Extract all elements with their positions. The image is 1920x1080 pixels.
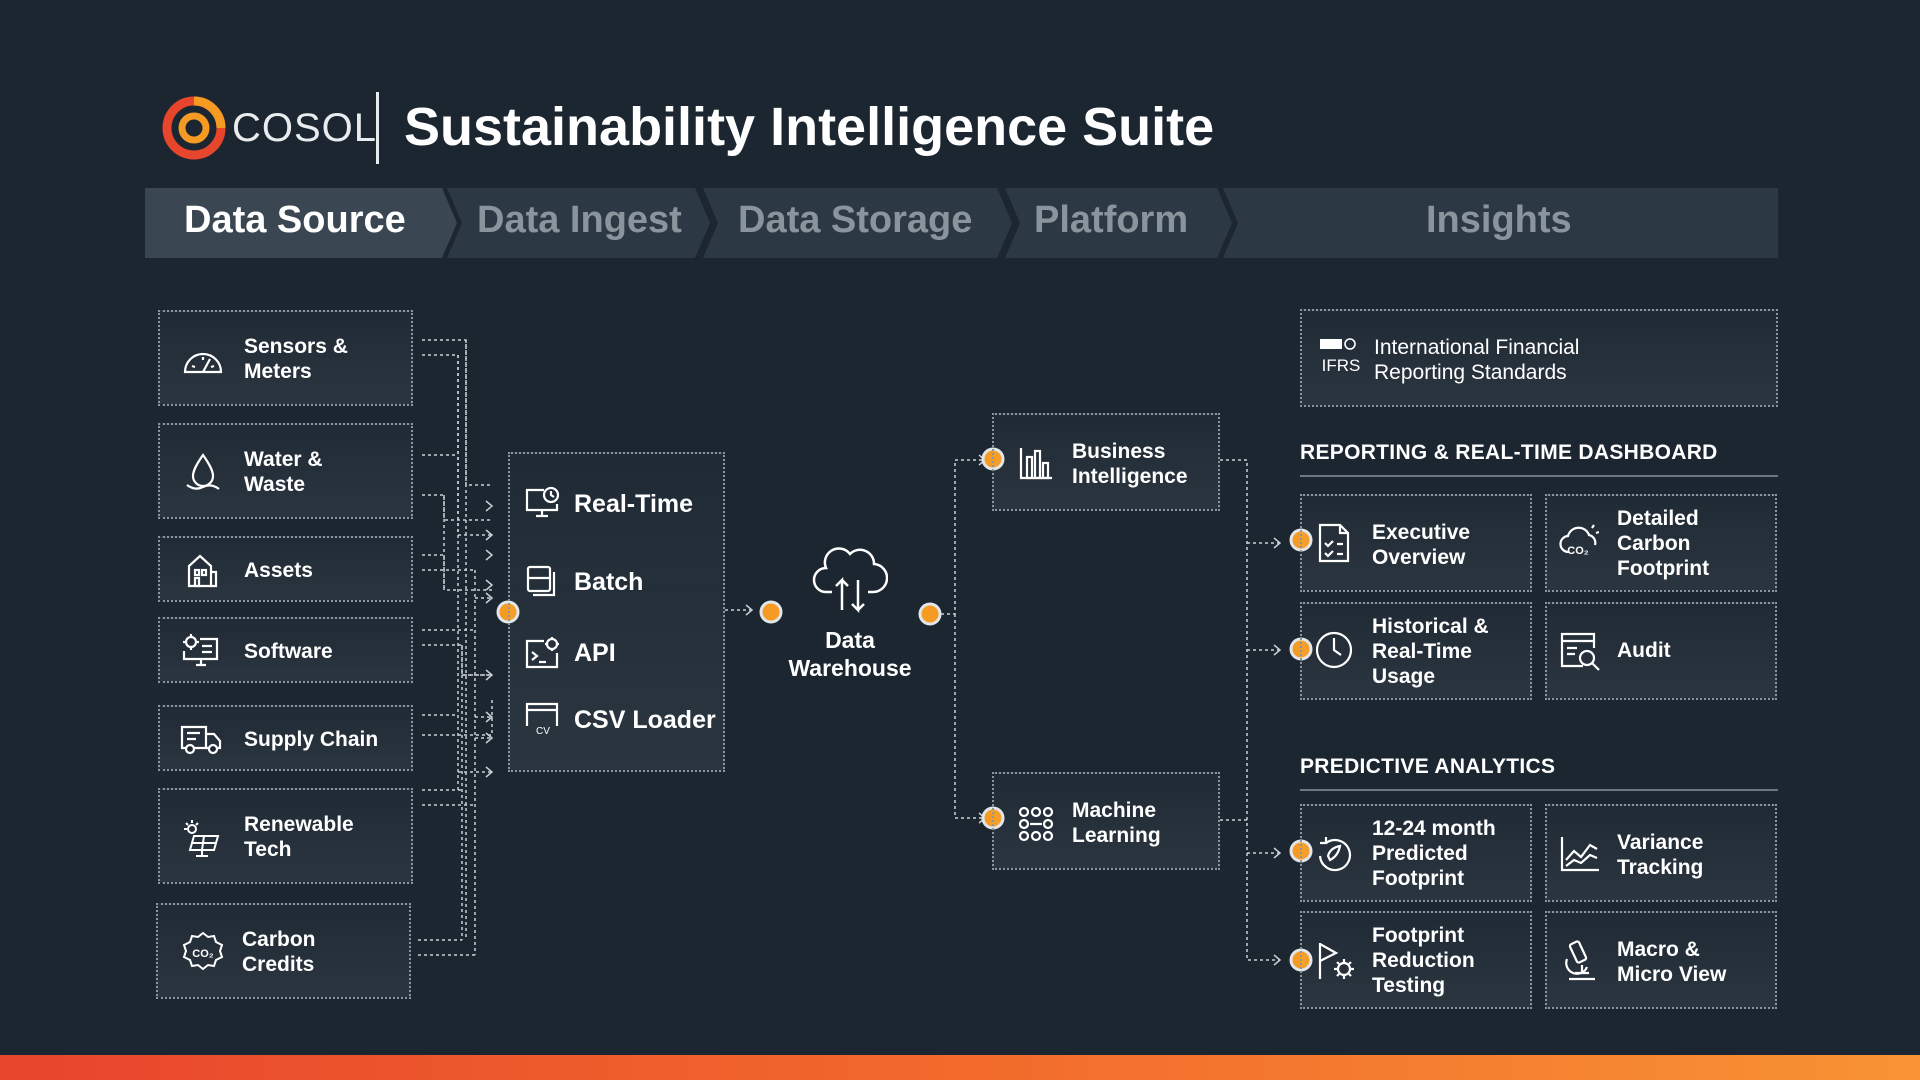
flag-gear-icon (1318, 943, 1354, 979)
ingest-csv-loader[interactable]: CV CSV Loader (510, 696, 723, 746)
microscope-icon (1565, 940, 1595, 981)
data-warehouse[interactable]: Data Warehouse (780, 540, 920, 690)
insight-predicted-footprint[interactable]: 12-24 month Predicted Footprint (1300, 804, 1532, 902)
insight-audit[interactable]: Audit (1545, 602, 1777, 700)
stage-segment-data-source (145, 188, 457, 258)
ingest-label: API (574, 639, 616, 667)
insight-label: Detailed Carbon Footprint (1617, 507, 1710, 580)
solar-panel-icon (184, 820, 220, 857)
bar-chart-icon (1019, 448, 1052, 480)
stage-insights[interactable]: Insights (1426, 199, 1572, 241)
platform-machine-learning[interactable]: Machine Learning (992, 772, 1220, 870)
truck-icon (180, 725, 222, 755)
reporting-heading: REPORTING & REAL-TIME DASHBOARD (1300, 441, 1718, 464)
ingest-real-time[interactable]: Real-Time (510, 480, 723, 530)
predictive-heading: PREDICTIVE ANALYTICS (1300, 755, 1556, 778)
building-icon (187, 554, 218, 588)
source-label: Sensors & Meters (244, 335, 348, 383)
stage-data-storage[interactable]: Data Storage (738, 199, 973, 241)
node-grid-icon (1018, 806, 1054, 842)
stage-segment-data-storage (703, 188, 1012, 258)
water-drop-icon (186, 453, 220, 490)
junction-dot-warehouse-out (918, 602, 942, 626)
svg-text:CV: CV (536, 726, 550, 737)
svg-text:CO₂: CO₂ (1567, 545, 1589, 557)
insight-label: Historical & Real-Time Usage (1372, 615, 1489, 688)
source-assets[interactable]: Assets (158, 536, 413, 602)
ingest-label: Batch (574, 568, 644, 596)
ingest-batch[interactable]: Batch (510, 558, 723, 608)
stage-segment-insights (1223, 188, 1778, 258)
insight-label: Footprint Reduction Testing (1372, 924, 1475, 997)
co2-badge-icon: CO₂ (182, 931, 224, 971)
gauge-icon (183, 352, 223, 374)
monitor-clock-icon (525, 486, 560, 518)
csv-window-icon: CV (525, 702, 559, 737)
ifrs-icon: IFRS (1320, 338, 1361, 375)
source-label: Supply Chain (244, 728, 379, 751)
checklist-doc-icon (1318, 523, 1350, 563)
source-label: Software (244, 640, 333, 663)
stage-segment-data-ingest (447, 188, 710, 258)
insight-variance-tracking[interactable]: Variance Tracking (1545, 804, 1777, 902)
clock-icon (1315, 631, 1353, 669)
source-label: Renewable Tech (244, 813, 354, 861)
stage-data-ingest[interactable]: Data Ingest (477, 199, 682, 241)
source-label: Carbon Credits (242, 928, 316, 976)
source-label: Water & Waste (244, 448, 323, 496)
svg-text:CO₂: CO₂ (192, 948, 214, 960)
predictive-divider (1300, 789, 1778, 791)
cloud-transfer-icon (812, 547, 888, 614)
insight-ifrs[interactable]: IFRS International Financial Reporting S… (1300, 309, 1778, 407)
computer-gear-icon (182, 634, 219, 667)
platform-business-intelligence[interactable]: Business Intelligence (992, 413, 1220, 511)
insight-label: Macro & Micro View (1617, 938, 1727, 986)
platform-label: Machine Learning (1072, 799, 1161, 847)
insight-footprint-reduction-testing[interactable]: Footprint Reduction Testing (1300, 911, 1532, 1009)
insight-executive-overview[interactable]: Executive Overview (1300, 494, 1532, 592)
reporting-divider (1300, 475, 1778, 477)
audit-search-icon (1560, 632, 1600, 671)
warehouse-label: Data Warehouse (788, 627, 912, 681)
code-window-icon (525, 637, 559, 669)
insight-label: Audit (1617, 639, 1671, 662)
source-supply-chain[interactable]: Supply Chain (158, 705, 413, 771)
platform-label: Business Intelligence (1072, 440, 1188, 488)
page-title: Sustainability Intelligence Suite (404, 97, 1215, 157)
source-sensors-meters[interactable]: Sensors & Meters (158, 310, 413, 406)
brand-name: COSOL (232, 106, 378, 150)
insight-detailed-carbon-footprint[interactable]: CO₂ Detailed Carbon Footprint (1545, 494, 1777, 592)
ingest-label: Real-Time (574, 490, 694, 518)
insight-label: Executive Overview (1372, 521, 1471, 569)
insight-label: Variance Tracking (1617, 831, 1704, 879)
junction-dot-ingest-out (759, 600, 783, 624)
source-water-waste[interactable]: Water & Waste (158, 423, 413, 519)
stage-data-source[interactable]: Data Source (184, 199, 406, 241)
ifrs-label: International Financial Reporting Standa… (1374, 336, 1580, 384)
ingest-panel: Real-Time Batch API CV CSV Loader (508, 452, 725, 772)
insight-macro-micro-view[interactable]: Macro & Micro View (1545, 911, 1777, 1009)
stage-segment-platform (1005, 188, 1232, 258)
co2-cloud-icon: CO₂ (1559, 524, 1599, 557)
cosol-logo-icon (162, 96, 226, 160)
stage-platform[interactable]: Platform (1034, 199, 1189, 241)
stacked-files-icon (526, 565, 556, 597)
ingest-api[interactable]: API (510, 629, 723, 679)
source-label: Assets (244, 559, 313, 582)
ingest-label: CSV Loader (574, 706, 716, 734)
source-software[interactable]: Software (158, 617, 413, 683)
insight-label: 12-24 month Predicted Footprint (1372, 817, 1496, 890)
line-graph-icon (1560, 837, 1599, 872)
insight-historical-real-time-usage[interactable]: Historical & Real-Time Usage (1300, 602, 1532, 700)
source-renewable-tech[interactable]: Renewable Tech (158, 788, 413, 884)
title-divider (376, 92, 379, 164)
forecast-icon (1318, 837, 1351, 872)
source-carbon-credits[interactable]: CO₂ Carbon Credits (156, 903, 411, 999)
stage-bar (145, 188, 1778, 258)
ifrs-icon-text: IFRS (1322, 356, 1361, 375)
bottom-accent-stripe (0, 1055, 1920, 1080)
